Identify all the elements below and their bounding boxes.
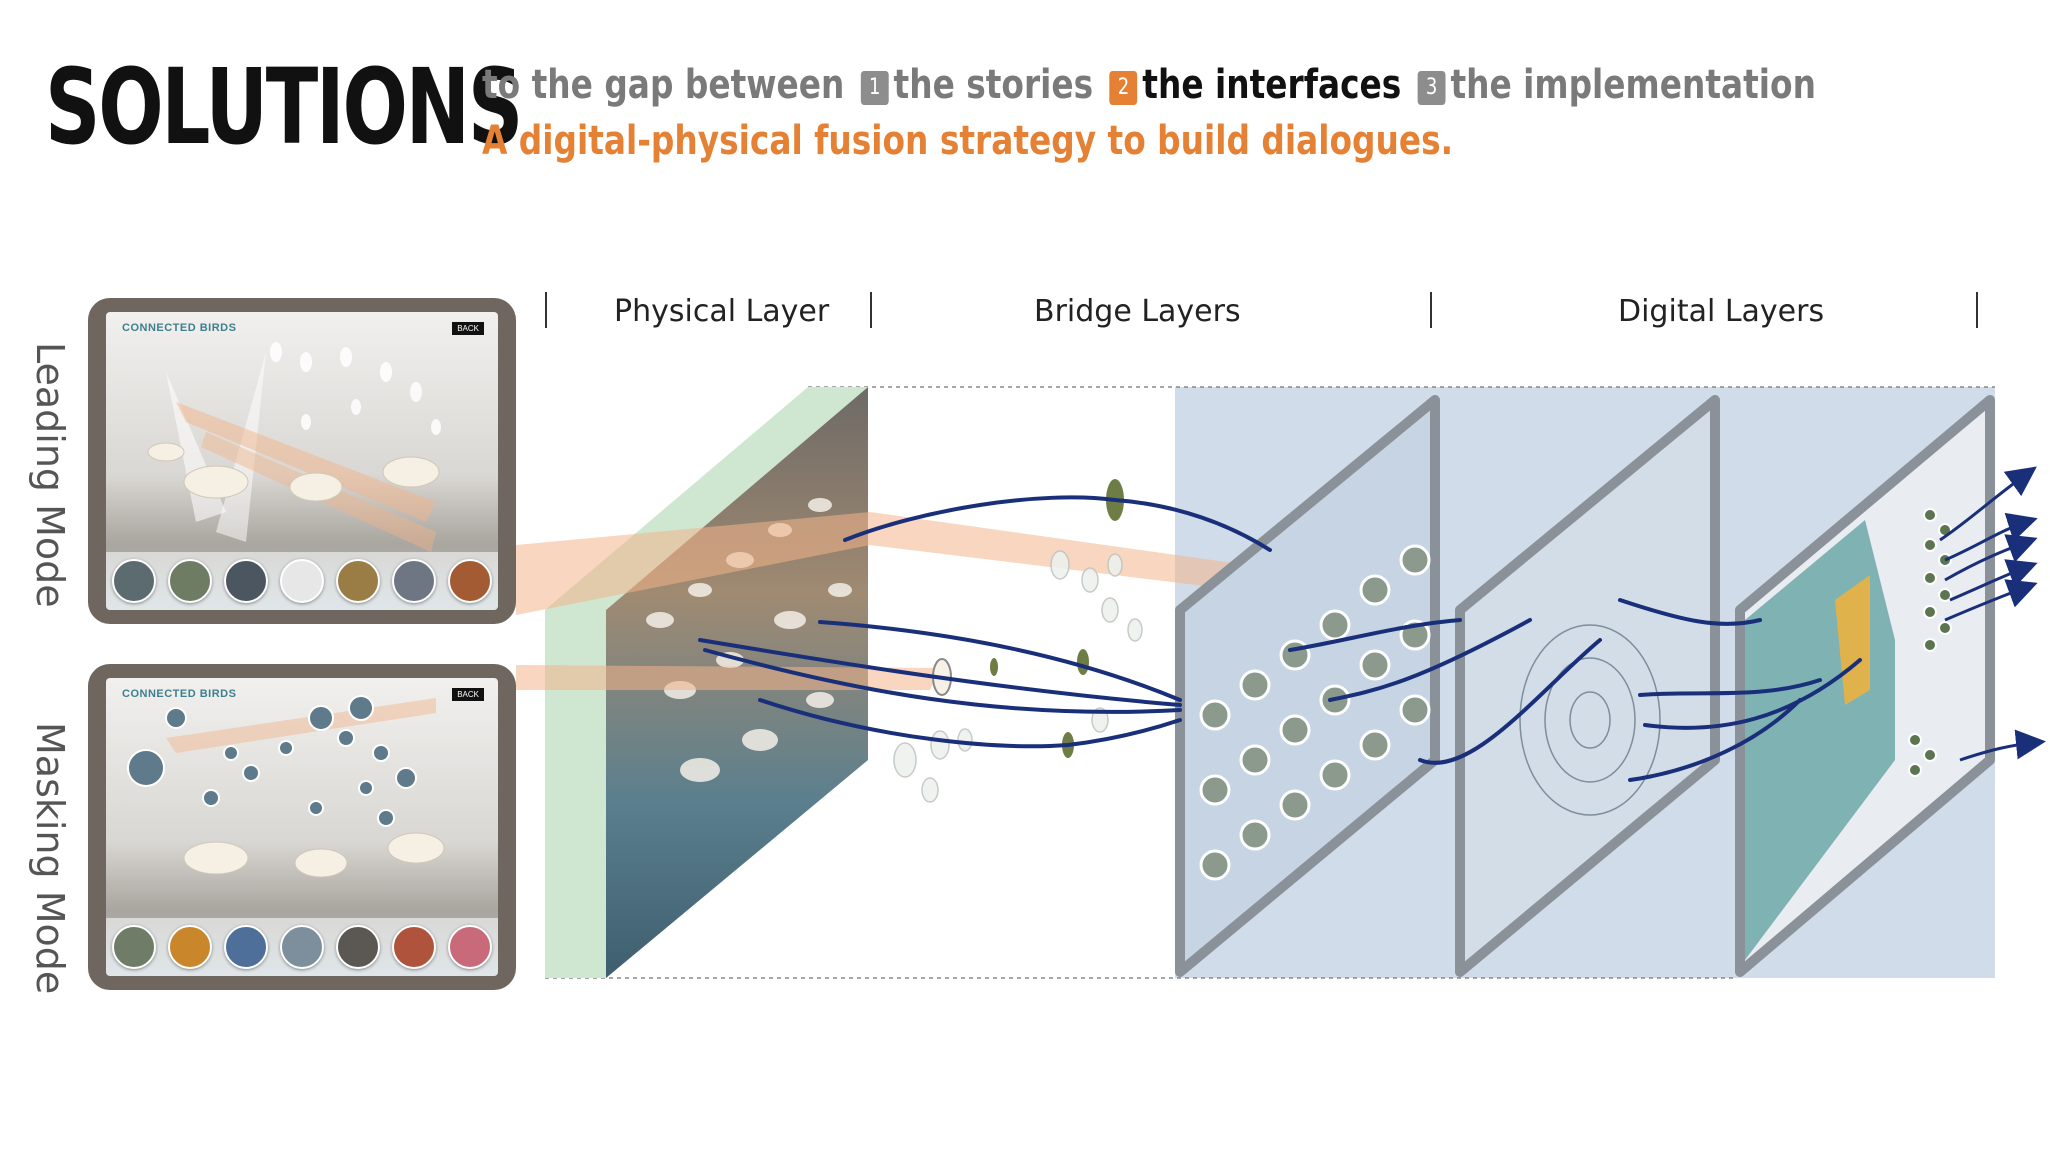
- digital-layers-label: Digital Layers: [1618, 294, 1825, 329]
- bird-thumbnail[interactable]: [224, 925, 268, 969]
- bird-thumbnail[interactable]: [280, 925, 324, 969]
- headline-item-interfaces: the interfaces: [1142, 62, 1402, 108]
- masking-mode-screen: CONNECTED BIRDS BACK: [106, 678, 498, 976]
- panel3-nodes: [1908, 508, 1952, 777]
- bird-thumbnail[interactable]: [280, 559, 324, 603]
- leading-mode-illustration: [147, 342, 441, 552]
- masking-mode-tablet: CONNECTED BIRDS BACK: [88, 664, 516, 990]
- bird-thumbnail[interactable]: [336, 559, 380, 603]
- digital-panel-2: [1455, 395, 1720, 977]
- link-curves: [698, 495, 1862, 782]
- bird-thumbnail[interactable]: [168, 559, 212, 603]
- page-title: SOLUTIONS: [45, 46, 523, 168]
- bird-thumbnail[interactable]: [392, 559, 436, 603]
- back-button[interactable]: BACK: [452, 688, 484, 701]
- panel1-thumbnails: [1199, 544, 1431, 881]
- back-button[interactable]: BACK: [452, 322, 484, 335]
- bird-thumbnail[interactable]: [448, 559, 492, 603]
- bridge-layers-label: Bridge Layers: [1034, 294, 1241, 329]
- bird-thumbnail[interactable]: [392, 925, 436, 969]
- bird-thumbnail[interactable]: [112, 925, 156, 969]
- masking-mode-illustration: [127, 695, 445, 878]
- column-divider: [870, 292, 872, 328]
- leading-mode-screen: CONNECTED BIRDS BACK: [106, 312, 498, 610]
- subtitle: A digital-physical fusion strategy to bu…: [482, 118, 1454, 164]
- badge-3: 3: [1417, 71, 1446, 105]
- bird-thumbnail-row: [106, 918, 498, 976]
- bird-thumbnail[interactable]: [168, 925, 212, 969]
- headline-item-implementation: the implementation: [1450, 62, 1816, 108]
- bird-thumbnail[interactable]: [448, 925, 492, 969]
- output-arrows: [1939, 466, 2046, 762]
- badge-2: 2: [1109, 71, 1138, 105]
- bird-thumbnail[interactable]: [336, 925, 380, 969]
- app-title: CONNECTED BIRDS: [122, 688, 237, 700]
- panel2-network: [1519, 624, 1661, 816]
- bird-thumbnail-row: [106, 552, 498, 610]
- projection-band-masking: [516, 665, 940, 690]
- headline-intro: to the gap between: [482, 62, 845, 108]
- leading-mode-tablet: CONNECTED BIRDS BACK: [88, 298, 516, 624]
- app-title: CONNECTED BIRDS: [122, 322, 237, 334]
- badge-1: 1: [860, 71, 889, 105]
- physical-layer-label: Physical Layer: [614, 294, 830, 329]
- physical-layer-side: [545, 387, 868, 978]
- column-divider: [1976, 292, 1978, 328]
- column-divider: [545, 292, 547, 328]
- column-divider: [1430, 292, 1432, 328]
- bird-thumbnail[interactable]: [112, 559, 156, 603]
- projection-band-leading: [516, 512, 1400, 615]
- bird-thumbnail[interactable]: [224, 559, 268, 603]
- bridge-bubbles: [893, 550, 1143, 803]
- headline-item-stories: the stories: [893, 62, 1094, 108]
